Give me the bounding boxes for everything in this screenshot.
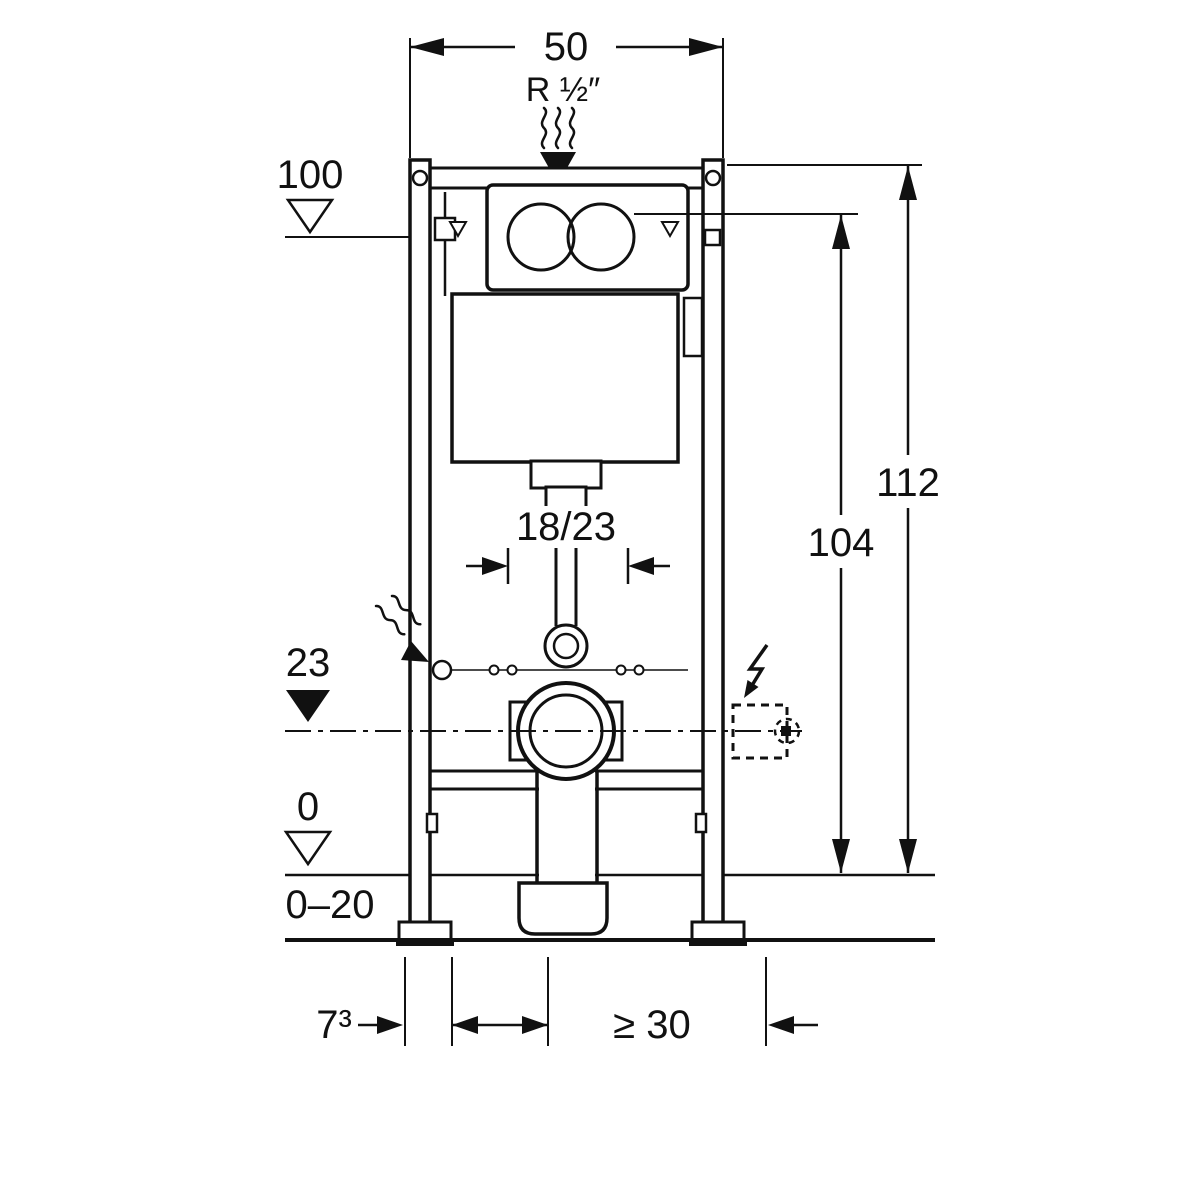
label-height-112: 112 [876,461,940,505]
fixing-line [452,664,688,676]
open-level-triangle-icon [283,830,333,867]
arrowhead-right [377,1016,403,1034]
flush-opening-left [506,202,576,272]
water-level-mark-icon [448,221,468,239]
concealed-cistern [433,183,722,464]
fill-valve-mark [703,228,722,247]
protection-cover [485,183,690,292]
screw-hole [506,664,518,676]
label-clearance-30: ≥ 30 [613,1003,691,1047]
flush-bend-upper [529,459,603,490]
right-foot [690,920,746,942]
filled-level-triangle-icon [286,690,330,722]
water-wave-icon [390,594,422,626]
pipe-socket-inner [552,632,580,660]
access-opening [450,292,680,464]
mounting-frame [396,158,747,946]
label-flush-span: 18/23 [516,505,616,549]
arrowhead-left [628,557,654,575]
flush-pipe-assembly [529,459,603,669]
leg-clip [425,812,439,834]
label-level-100: 100 [277,153,344,197]
dimension-height-112: 112 [727,164,940,873]
side-bracket [682,296,704,358]
dimension-width-50: 50 [409,25,724,158]
drain-elbow [517,881,609,936]
label-supply-thread: R ½″ [526,71,600,109]
label-floor-range: 0–20 [286,883,375,927]
leg-clip [694,812,708,834]
drain-assembly [517,772,609,936]
arrowhead-right [689,38,723,56]
water-wave-icon [568,106,576,150]
water-wave-icon [554,106,562,150]
flush-opening-right [566,202,636,272]
bottom-dimensions: 7³ ≥ 30 [316,957,818,1047]
water-level-mark-icon [660,221,680,239]
mounting-hole [704,169,722,187]
dimension-18-23: 18/23 [466,505,670,584]
arrowhead-up [899,166,917,200]
floor-levels: 0 0–20 [283,785,935,942]
dimension-height-104: 104 [634,213,875,873]
screw-hole [633,664,645,676]
arrowhead-up [832,215,850,249]
mounting-hole [411,169,429,187]
label-level-0: 0 [297,785,319,829]
arrowhead-left [410,38,444,56]
arrowhead-right [482,557,508,575]
arrowhead-right [522,1016,548,1034]
arrowhead-down [832,839,850,873]
level-mark-23: 23 [286,641,331,722]
screw-hole [488,664,500,676]
arrowhead-left [452,1016,478,1034]
left-foot [397,920,453,942]
water-wave-icon [374,604,406,636]
label-level-23: 23 [286,641,331,685]
arrowhead-left [768,1016,794,1034]
socket-box-dashed [731,703,789,760]
arrowhead-down [899,839,917,873]
lightning-arrowhead [744,680,759,698]
water-wave-icon [540,106,548,150]
lightning-bolt-icon [746,643,769,693]
side-supply-hole [431,659,453,681]
label-height-104: 104 [808,521,875,565]
label-width-50: 50 [544,25,589,69]
side-water-supply [374,594,453,681]
label-depth-7-3: 7³ [316,1003,352,1047]
level-mark-100: 100 [277,153,410,238]
flow-diagonal-arrow-icon [401,641,429,662]
screw-hole [615,664,627,676]
open-level-triangle-icon [285,198,335,235]
electrical-connection [731,643,801,760]
